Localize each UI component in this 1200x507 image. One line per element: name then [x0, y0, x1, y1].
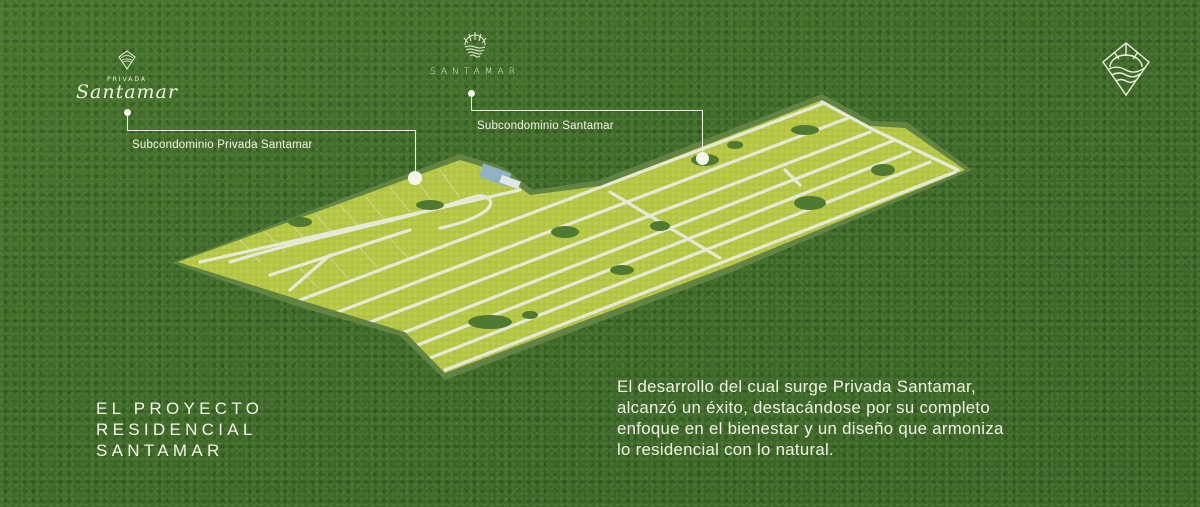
corner-logo [1100, 40, 1152, 102]
diamond-sun-icon [118, 50, 136, 70]
callout-line [127, 130, 416, 131]
callout-line [471, 110, 703, 111]
privada-santamar-logo: PRIVADA Santamar [62, 50, 192, 102]
page-title: EL PROYECTO RESIDENCIAL SANTAMAR [96, 398, 263, 461]
callout-marker-privada[interactable] [408, 171, 422, 185]
amenity-area [478, 163, 521, 190]
project-description: El desarrollo del cual surge Privada San… [617, 376, 1137, 460]
callout-anchor-dot-santamar [468, 90, 475, 97]
privada-script-text: Santamar [76, 81, 178, 103]
title-line: RESIDENCIAL [96, 420, 257, 439]
tree-clusters [288, 125, 895, 329]
title-line: SANTAMAR [96, 441, 224, 460]
privada-small-text: PRIVADA [106, 76, 147, 83]
callout-line [415, 130, 416, 174]
callout-line [471, 96, 472, 111]
plot-dividers [239, 169, 461, 289]
description-line: El desarrollo del cual surge Privada San… [617, 377, 976, 396]
callout-line [702, 110, 703, 154]
description-line: alcanzó un éxito, destacándose por su co… [617, 398, 990, 417]
santamar-logo: SANTAMAR [415, 30, 535, 77]
title-line: EL PROYECTO [96, 399, 264, 418]
callout-label-privada: Subcondominio Privada Santamar [132, 139, 313, 151]
callout-anchor-dot-privada [124, 109, 131, 116]
sun-waves-icon [463, 32, 487, 58]
callout-marker-santamar[interactable] [696, 152, 709, 165]
description-line: enfoque en el bienestar y un diseño que … [617, 419, 1004, 438]
callout-line [127, 115, 128, 131]
description-line: lo residencial con lo natural. [617, 440, 835, 459]
diamond-sun-waves-icon [1102, 42, 1150, 97]
santamar-word: SANTAMAR [430, 67, 520, 77]
callout-label-santamar: Subcondominio Santamar [477, 120, 614, 132]
